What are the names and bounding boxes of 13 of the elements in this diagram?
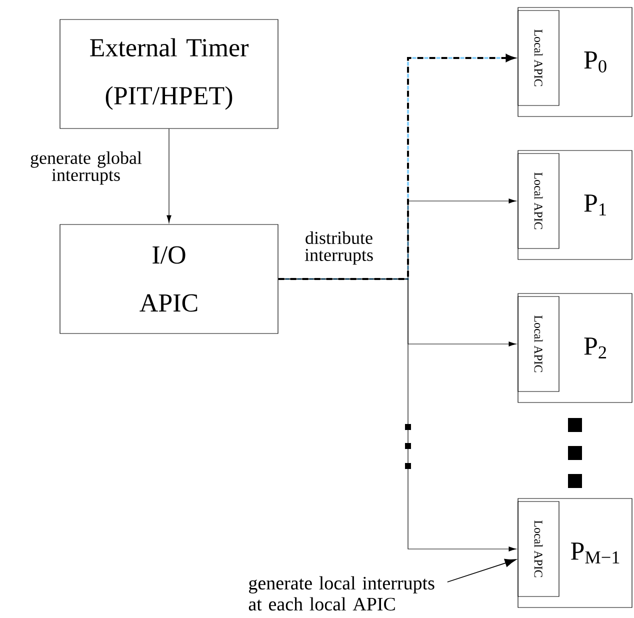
arrow xyxy=(446,558,516,582)
local-apic-box: Local APIC xyxy=(518,153,560,249)
box: I/O APIC xyxy=(60,224,278,334)
edge-label: distribute interrupts xyxy=(304,231,373,265)
arrow xyxy=(278,278,516,552)
local-apic-box: Local APIC xyxy=(518,296,560,392)
box: External Timer (PIT/HPET) xyxy=(60,19,278,129)
arrow xyxy=(166,128,172,223)
note-text: generate local interrupts at each local APIC xyxy=(248,576,434,611)
local-apic-box: Local APIC xyxy=(518,10,560,106)
arrow xyxy=(278,54,518,280)
edge-label: generate global interrupts xyxy=(30,151,142,185)
local-apic-box: Local APIC xyxy=(518,501,560,597)
